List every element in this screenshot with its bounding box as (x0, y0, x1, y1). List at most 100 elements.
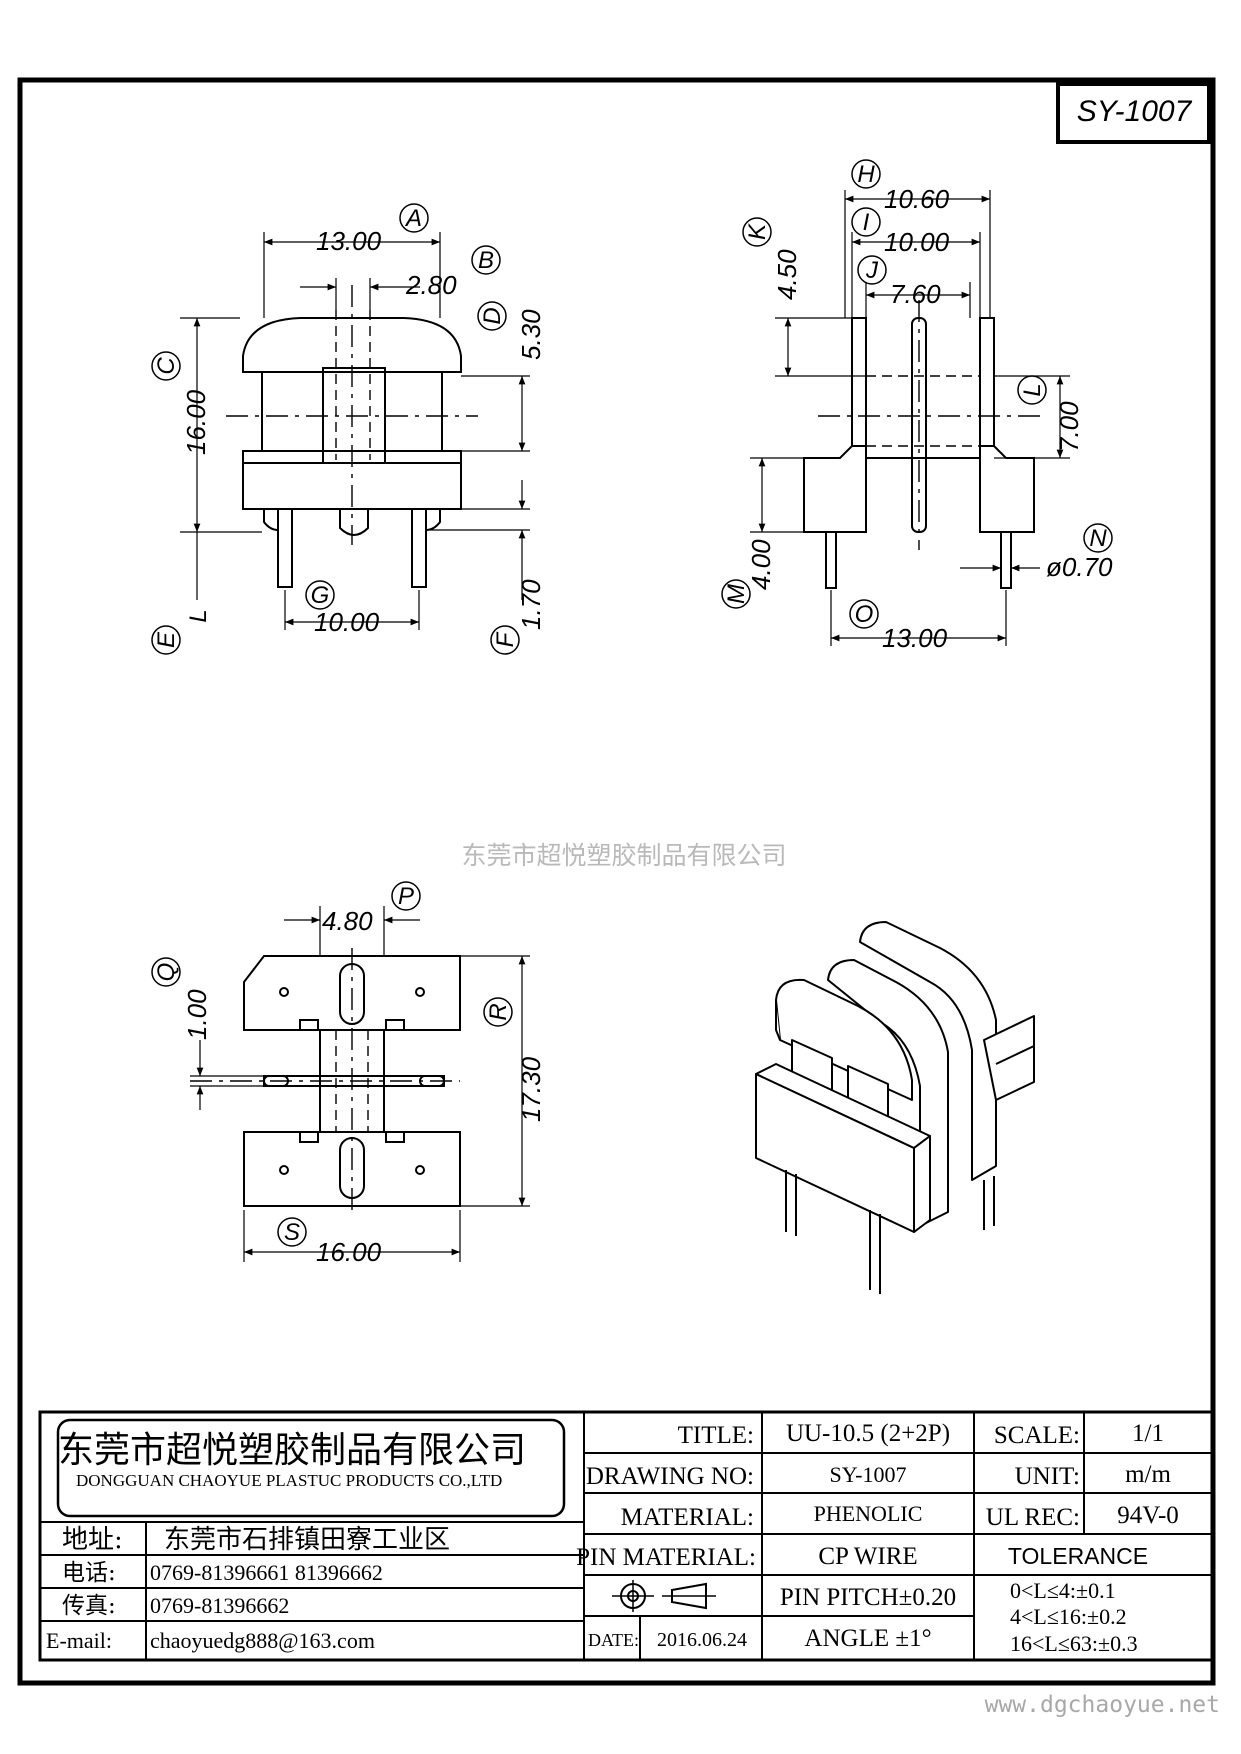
isometric-view (755, 921, 1035, 1294)
side-view (750, 190, 1070, 646)
balloon-q: Q (151, 957, 181, 987)
balloon-e: E (151, 625, 181, 655)
svg-text:P: P (398, 883, 414, 910)
tolerance-1: 0<L≤4:±0.1 (1010, 1578, 1116, 1603)
scale-value: 1/1 (1132, 1420, 1164, 1447)
outer-frame (17, 77, 1216, 1686)
date-label: DATE: (588, 1630, 639, 1650)
balloon-r: R (483, 997, 513, 1027)
part-code-box: SY-1007 (1056, 82, 1211, 144)
ul-label: UL REC: (986, 1504, 1080, 1531)
svg-text:D: D (479, 307, 506, 324)
company-name-en: DONGGUAN CHAOYUE PLASTUC PRODUCTS CO.,LT… (76, 1471, 502, 1490)
svg-text:Q: Q (153, 963, 180, 982)
svg-text:F: F (492, 631, 519, 647)
email-label: E-mail: (46, 1628, 112, 1653)
label-l-front: L (185, 609, 212, 622)
bottom-dim-p: 4.80 (322, 906, 373, 936)
tolerance-2: 4<L≤16:±0.2 (1010, 1604, 1127, 1629)
date-value: 2016.06.24 (657, 1629, 747, 1651)
svg-text:A: A (404, 205, 422, 232)
front-dim-pitch: 10.00 (314, 607, 380, 637)
phone-value: 0769-81396661 81396662 (150, 1560, 383, 1585)
ul-value: 94V-0 (1117, 1502, 1179, 1529)
tolerance-label: TOLERANCE (1008, 1543, 1148, 1569)
pin-pitch: PIN PITCH±0.20 (780, 1584, 956, 1611)
side-dim-k: 4.50 (772, 249, 802, 300)
pin-material-value: CP WIRE (818, 1543, 917, 1570)
front-dim-cap: 5.30 (516, 309, 546, 360)
svg-text:I: I (863, 209, 870, 236)
title-value: UU-10.5 (2+2P) (786, 1420, 950, 1447)
balloon-a: A (399, 203, 429, 233)
pin-material-label: PIN MATERIAL: (576, 1544, 756, 1571)
side-dim-o: 13.00 (882, 623, 948, 653)
scale-label: SCALE: (994, 1422, 1080, 1449)
drawing-no-label: DRAWING NO: (586, 1463, 754, 1490)
svg-text:R: R (485, 1003, 512, 1020)
balloon-h: H (851, 159, 881, 189)
balloon-m: M (721, 579, 751, 609)
bottom-dim-s: 16.00 (316, 1237, 382, 1267)
svg-text:G: G (311, 582, 330, 609)
unit-label: UNIT: (1015, 1463, 1080, 1490)
front-dim-inner: 2.80 (405, 270, 457, 300)
bottom-dim-r: 17.30 (516, 1056, 546, 1122)
balloon-s: S (277, 1217, 307, 1247)
balloon-g: G (305, 580, 335, 610)
bottom-dim-q: 1.00 (182, 989, 212, 1040)
front-dim-width: 13.00 (316, 226, 382, 256)
svg-text:B: B (478, 247, 494, 274)
svg-text:M: M (723, 584, 750, 604)
address-label: 地址: (62, 1525, 123, 1555)
email-value: chaoyuedg888@163.com (150, 1628, 375, 1653)
title-block (38, 1410, 1214, 1662)
fax-label: 传真: (62, 1593, 116, 1619)
fax-value: 0769-81396662 (150, 1593, 289, 1618)
svg-text:E: E (153, 631, 180, 648)
svg-text:N: N (1089, 525, 1107, 552)
balloon-j: J (857, 255, 887, 285)
material-label: MATERIAL: (621, 1504, 754, 1531)
svg-text:H: H (857, 161, 875, 188)
angle: ANGLE ±1° (804, 1625, 931, 1652)
side-dim-m: 4.00 (746, 539, 776, 590)
svg-text:L: L (1019, 383, 1046, 396)
title-label: TITLE: (678, 1422, 754, 1449)
phone-label: 电话: (62, 1560, 116, 1586)
side-dim-l: 7.00 (1054, 401, 1084, 452)
svg-text:S: S (284, 1219, 300, 1246)
part-code: SY-1007 (1077, 95, 1193, 128)
front-dim-pin: 1.70 (516, 579, 546, 630)
balloon-l-side: L (1017, 375, 1047, 405)
balloon-c: C (151, 351, 181, 381)
unit-value: m/m (1125, 1461, 1171, 1488)
front-view (180, 232, 530, 630)
balloon-p: P (391, 881, 421, 911)
tolerance-3: 16<L≤63:±0.3 (1010, 1631, 1138, 1656)
side-dim-j: 7.60 (890, 279, 941, 309)
balloon-b: B (471, 245, 501, 275)
side-dim-i: 10.00 (884, 227, 950, 257)
address-value: 东莞市石排镇田寮工业区 (164, 1525, 450, 1555)
drawing-no-value: SY-1007 (829, 1462, 906, 1487)
svg-text:O: O (855, 601, 874, 628)
balloon-k: K (742, 217, 772, 247)
website-url: www.dgchaoyue.net (985, 1692, 1220, 1718)
side-dim-n: ø0.70 (1046, 552, 1113, 582)
balloon-d: D (477, 301, 507, 331)
balloon-f: F (490, 625, 520, 655)
company-name-cn: 东莞市超悦塑胶制品有限公司 (58, 1430, 526, 1471)
balloon-o: O (849, 599, 879, 629)
balloon-i: I (851, 207, 881, 237)
side-dim-h: 10.60 (884, 184, 950, 214)
front-dim-height: 16.00 (181, 389, 211, 455)
watermark: 东莞市超悦塑胶制品有限公司 (461, 841, 786, 870)
material-value: PHENOLIC (814, 1501, 923, 1526)
balloon-n: N (1083, 523, 1113, 553)
svg-text:J: J (865, 257, 879, 284)
svg-text:C: C (153, 357, 180, 375)
bottom-view (190, 906, 530, 1262)
svg-text:K: K (744, 223, 771, 240)
